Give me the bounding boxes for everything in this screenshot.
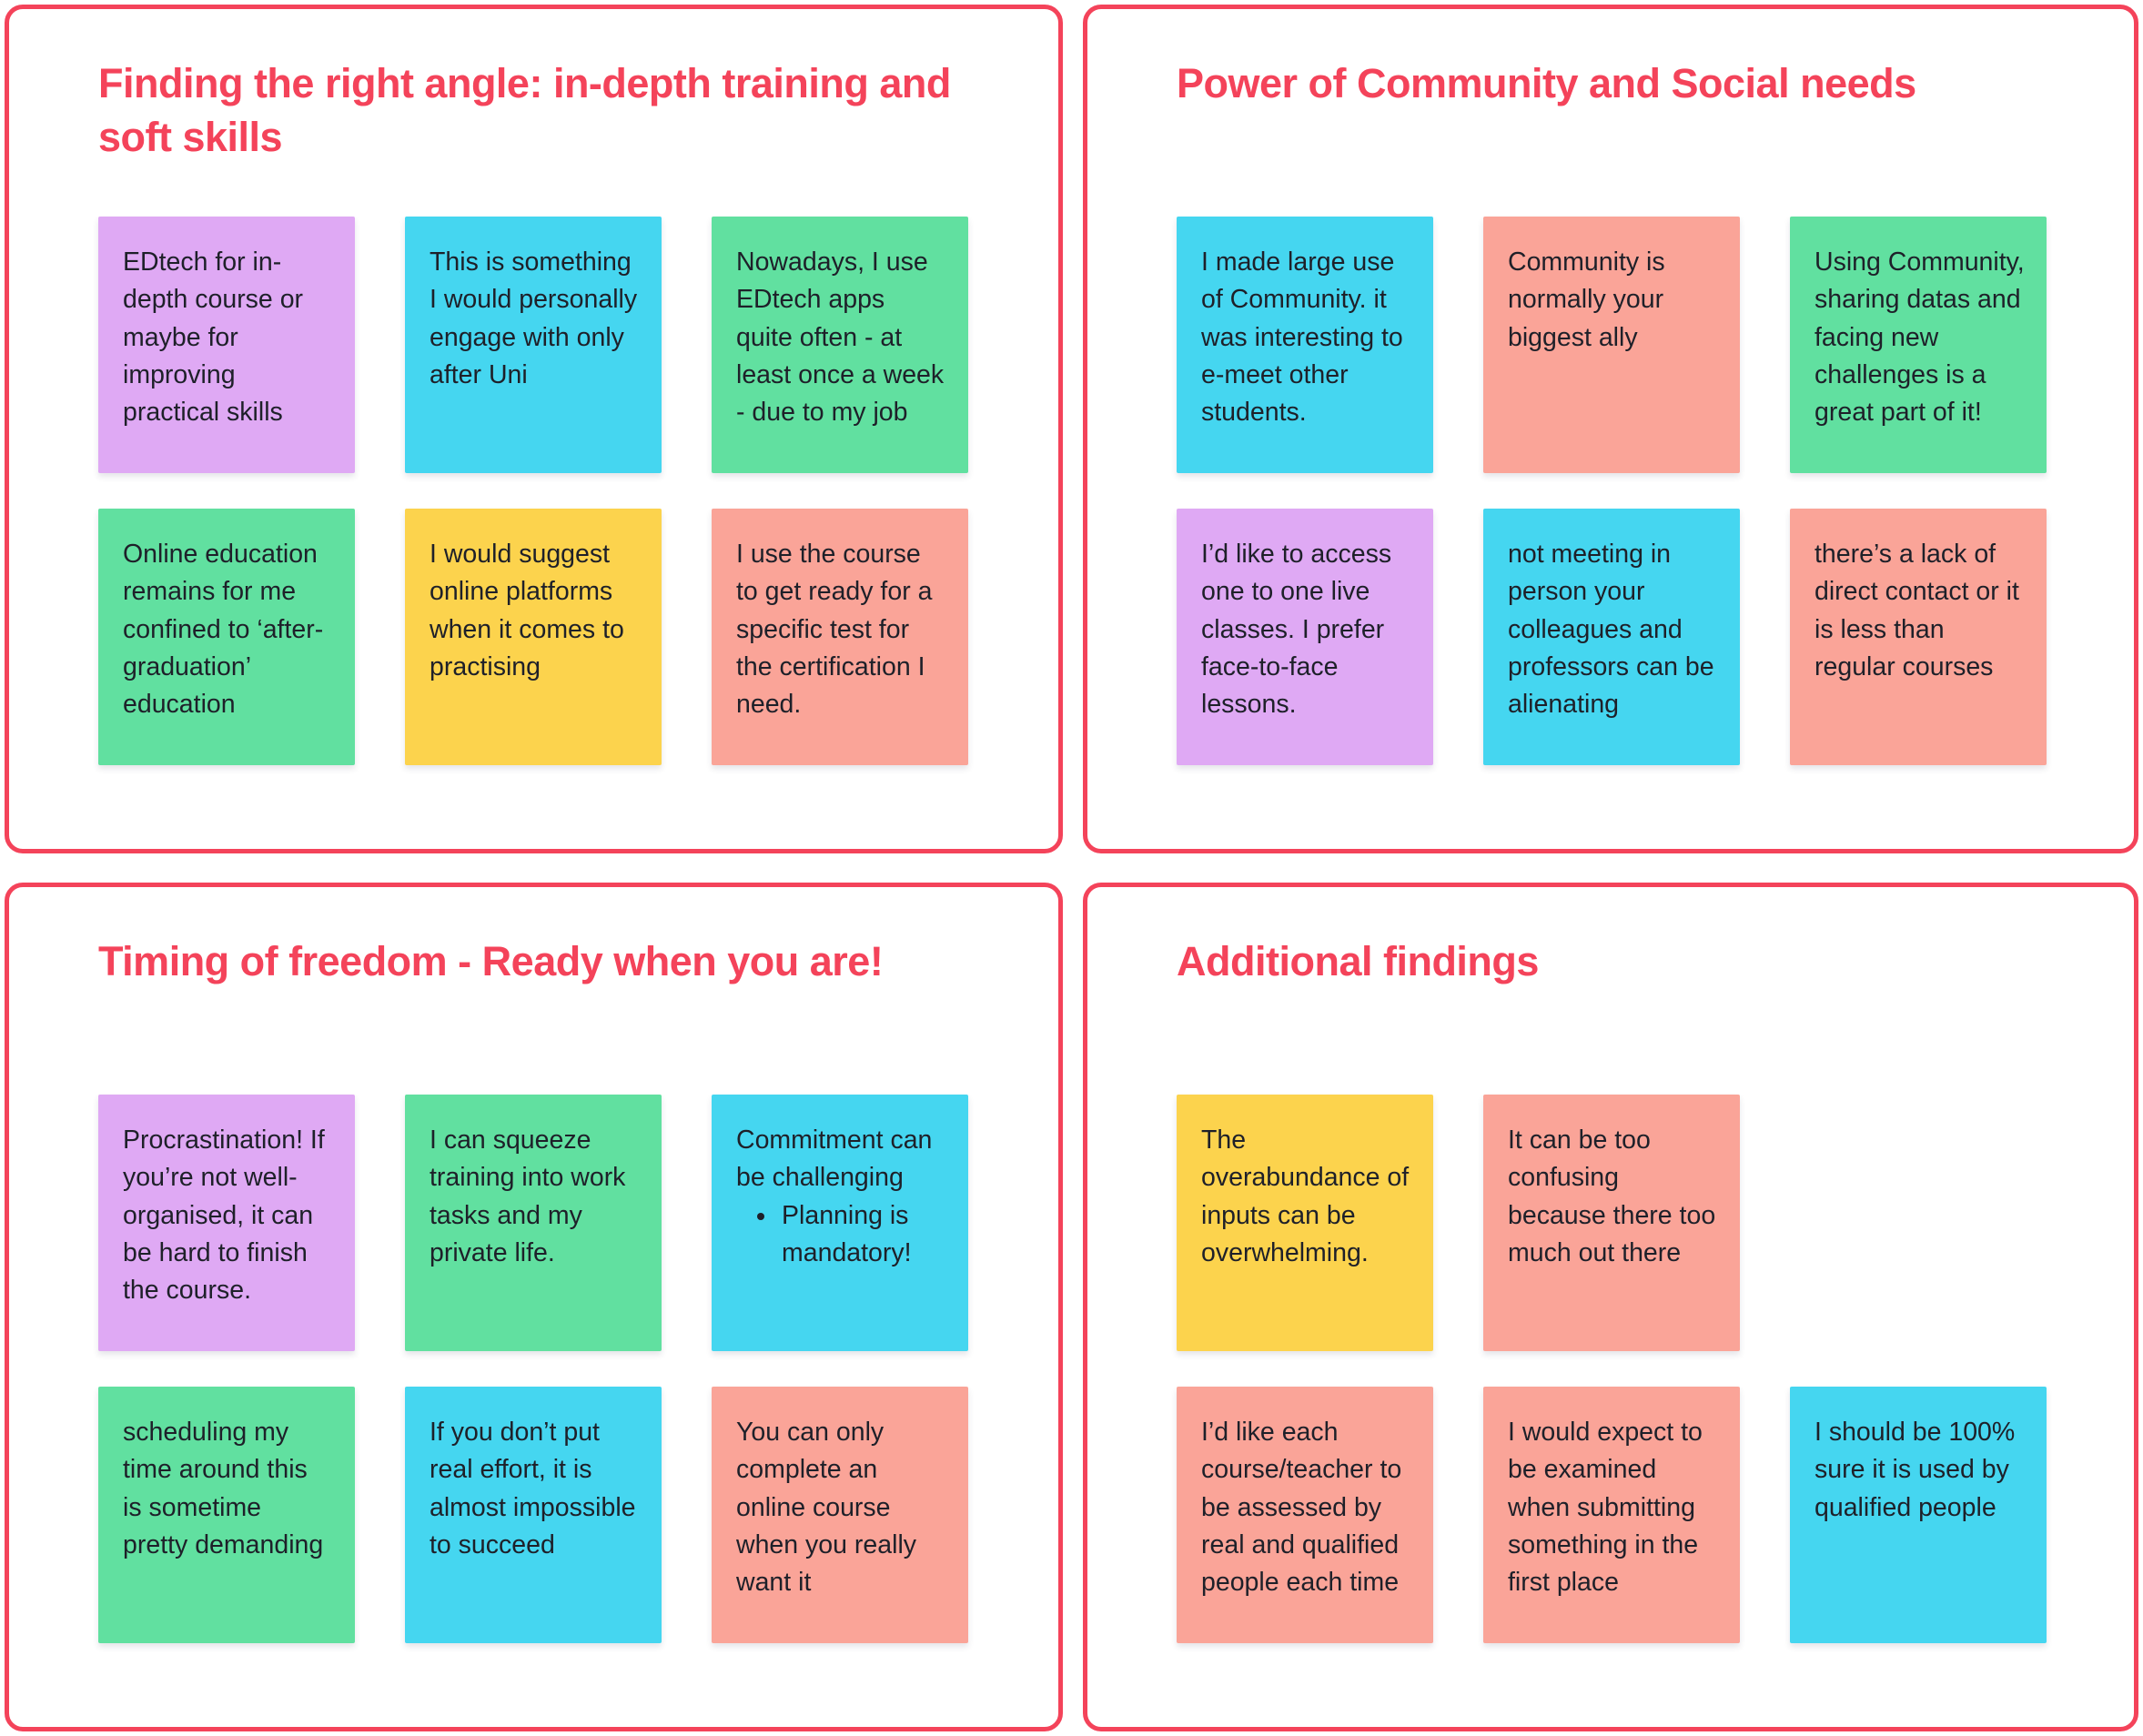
- sticky-note[interactable]: not meeting in person your colleagues an…: [1483, 509, 1740, 765]
- frame-power-of-community: Power of Community and Social needs I ma…: [1083, 5, 2138, 853]
- sticky-note[interactable]: This is something I would personally eng…: [405, 217, 662, 473]
- sticky-note[interactable]: Procrastination! If you’re not well-orga…: [98, 1095, 355, 1351]
- sticky-note-text: I would expect to be examined when submi…: [1508, 1418, 1703, 1598]
- frame-additional-findings: Additional findings The overabundance of…: [1083, 883, 2138, 1731]
- sticky-note-text: not meeting in person your colleagues an…: [1508, 540, 1714, 720]
- sticky-note[interactable]: If you don’t put real effort, it is almo…: [405, 1387, 662, 1643]
- sticky-note[interactable]: scheduling my time around this is someti…: [98, 1387, 355, 1643]
- sticky-note-bullet-item: Planning is mandatory!: [778, 1197, 946, 1273]
- sticky-note-text: Procrastination! If you’re not well-orga…: [123, 1125, 325, 1306]
- sticky-note[interactable]: You can only complete an online course w…: [712, 1387, 968, 1643]
- sticky-note[interactable]: I should be 100% sure it is used by qual…: [1790, 1387, 2047, 1643]
- sticky-note-text: I made large use of Community. it was in…: [1201, 247, 1403, 428]
- sticky-note[interactable]: I can squeeze training into work tasks a…: [405, 1095, 662, 1351]
- frame-finding-right-angle: Finding the right angle: in-depth traini…: [5, 5, 1063, 853]
- sticky-note-text: Community is normally your biggest ally: [1508, 247, 1665, 352]
- sticky-note-text: Online education remains for me confined…: [123, 540, 324, 720]
- sticky-note-text: You can only complete an online course w…: [736, 1418, 917, 1598]
- sticky-note[interactable]: Using Community, sharing datas and facin…: [1790, 217, 2047, 473]
- frame-timing-of-freedom: Timing of freedom - Ready when you are! …: [5, 883, 1063, 1731]
- sticky-note-text: I should be 100% sure it is used by qual…: [1814, 1418, 2016, 1522]
- frame-title: Timing of freedom - Ready when you are!: [98, 938, 884, 984]
- sticky-note[interactable]: The overabundance of inputs can be overw…: [1177, 1095, 1433, 1351]
- sticky-note-text: This is something I would personally eng…: [430, 247, 638, 389]
- sticky-note[interactable]: Nowadays, I use EDtech apps quite often …: [712, 217, 968, 473]
- sticky-note-text: If you don’t put real effort, it is almo…: [430, 1418, 636, 1559]
- sticky-note-text: EDtech for in-depth course or maybe for …: [123, 247, 304, 428]
- notes-grid: Procrastination! If you’re not well-orga…: [98, 1095, 968, 1643]
- sticky-note[interactable]: Commitment can be challengingPlanning is…: [712, 1095, 968, 1351]
- sticky-note-text: I’d like to access one to one live class…: [1201, 540, 1392, 720]
- sticky-note[interactable]: Online education remains for me confined…: [98, 509, 355, 765]
- sticky-note-text: Using Community, sharing datas and facin…: [1814, 247, 2025, 428]
- sticky-note-text: Commitment can be challenging: [736, 1125, 933, 1193]
- sticky-note-text: I’d like each course/teacher to be asses…: [1201, 1418, 1402, 1598]
- sticky-note-text: there’s a lack of direct contact or it i…: [1814, 540, 2019, 681]
- frame-title: Additional findings: [1177, 938, 1539, 984]
- sticky-note[interactable]: I use the course to get ready for a spec…: [712, 509, 968, 765]
- sticky-note[interactable]: I would expect to be examined when submi…: [1483, 1387, 1740, 1643]
- sticky-note-bullet-list: Planning is mandatory!: [736, 1197, 946, 1273]
- sticky-note-text: It can be too confusing because there to…: [1508, 1125, 1716, 1267]
- notes-grid: I made large use of Community. it was in…: [1177, 217, 2047, 765]
- sticky-note[interactable]: Community is normally your biggest ally: [1483, 217, 1740, 473]
- sticky-note[interactable]: I made large use of Community. it was in…: [1177, 217, 1433, 473]
- notes-grid: EDtech for in-depth course or maybe for …: [98, 217, 968, 765]
- sticky-note-text: scheduling my time around this is someti…: [123, 1418, 324, 1559]
- frame-title: Power of Community and Social needs: [1177, 60, 1916, 106]
- sticky-note-text: The overabundance of inputs can be overw…: [1201, 1125, 1410, 1267]
- sticky-note-text: I would suggest online platforms when it…: [430, 540, 624, 681]
- sticky-note[interactable]: I’d like to access one to one live class…: [1177, 509, 1433, 765]
- notes-grid: The overabundance of inputs can be overw…: [1177, 1095, 2047, 1643]
- sticky-note[interactable]: I’d like each course/teacher to be asses…: [1177, 1387, 1433, 1643]
- sticky-note-text: I can squeeze training into work tasks a…: [430, 1125, 626, 1267]
- sticky-note[interactable]: EDtech for in-depth course or maybe for …: [98, 217, 355, 473]
- sticky-note-text: I use the course to get ready for a spec…: [736, 540, 933, 720]
- frame-title: Finding the right angle: in-depth traini…: [98, 60, 951, 161]
- sticky-note-text: Nowadays, I use EDtech apps quite often …: [736, 247, 945, 428]
- sticky-note[interactable]: there’s a lack of direct contact or it i…: [1790, 509, 2047, 765]
- sticky-note[interactable]: I would suggest online platforms when it…: [405, 509, 662, 765]
- sticky-note[interactable]: It can be too confusing because there to…: [1483, 1095, 1740, 1351]
